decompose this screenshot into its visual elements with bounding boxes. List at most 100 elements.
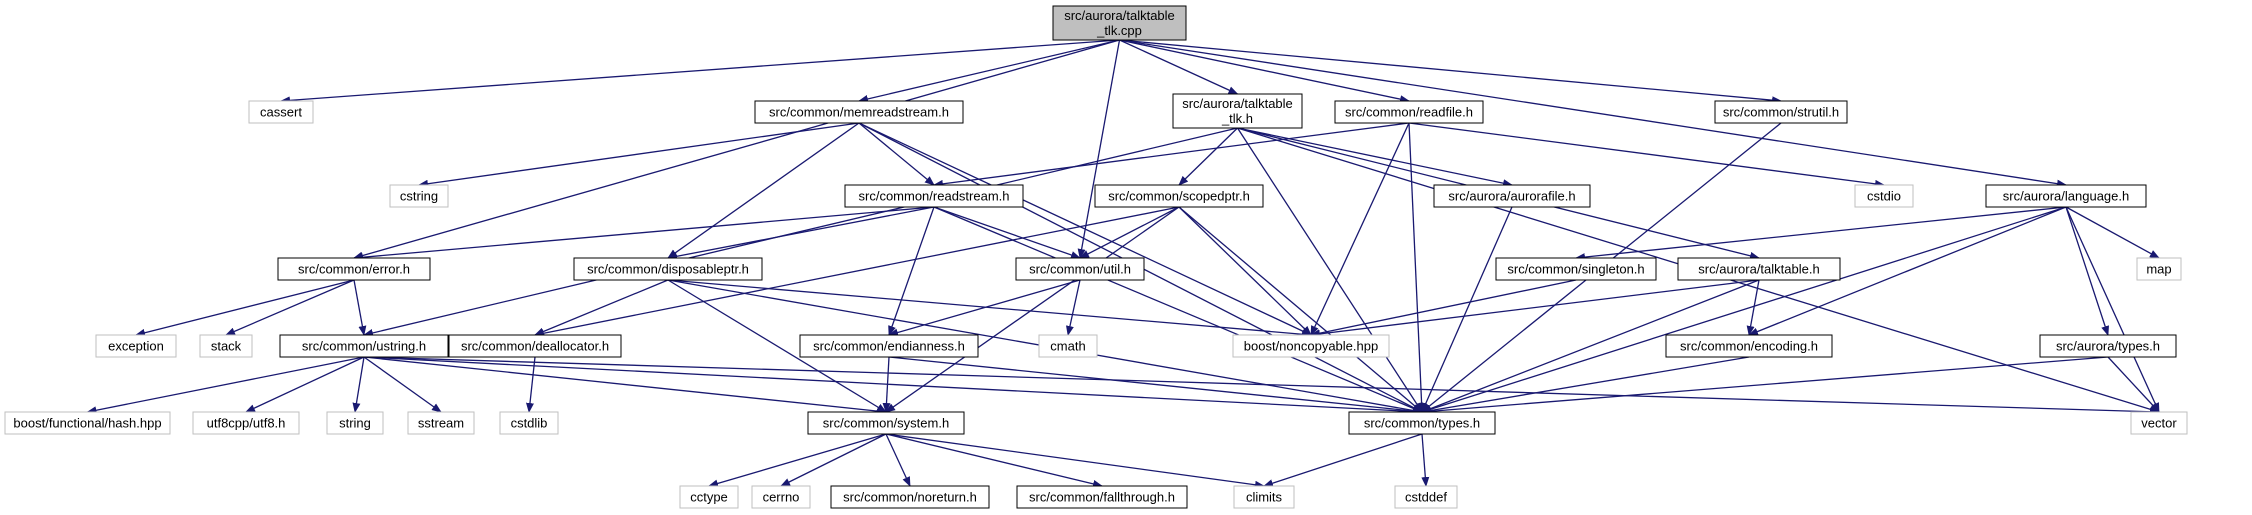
node-noncopyable: boost/noncopyable.hpp: [1232, 334, 1390, 358]
node-cerrno: cerrno: [751, 485, 811, 509]
node-endianness[interactable]: src/common/endianness.h: [799, 334, 979, 358]
edge-system-to-climits: [885, 433, 1265, 489]
node-label: src/common/ustring.h: [302, 339, 426, 354]
edge-ustring-to-sstream: [363, 356, 442, 413]
edge-language-to-vector: [2065, 206, 2160, 413]
edge-readfile-to-readstream: [933, 122, 1410, 188]
node-cstring: cstring: [389, 184, 449, 208]
node-boost_hash: boost/functional/hash.hpp: [4, 411, 171, 435]
node-aurorafile[interactable]: src/aurora/aurorafile.h: [1433, 184, 1591, 208]
node-cassert: cassert: [248, 100, 314, 124]
edge-layer: [86, 39, 2160, 489]
node-box: [1038, 334, 1098, 358]
node-box: [407, 411, 475, 435]
edge-ustring-to-utf8: [245, 356, 365, 413]
node-label: src/common/fallthrough.h: [1029, 490, 1175, 505]
node-box: [1334, 100, 1484, 124]
node-label: src/common/scopedptr.h: [1108, 189, 1250, 204]
node-label: src/common/memreadstream.h: [769, 105, 949, 120]
node-box: [277, 257, 431, 281]
node-label: cstddef: [1405, 490, 1447, 505]
node-types[interactable]: src/common/types.h: [1348, 411, 1496, 435]
node-label: src/common/encoding.h: [1680, 339, 1818, 354]
edge-util-to-endianness: [888, 279, 1081, 337]
node-util[interactable]: src/common/util.h: [1015, 257, 1145, 281]
edge-util-to-cmath: [1066, 279, 1081, 336]
node-error[interactable]: src/common/error.h: [277, 257, 431, 281]
node-root[interactable]: src/aurora/talktable_tlk.cpp: [1052, 5, 1187, 41]
node-label: cmath: [1050, 339, 1085, 354]
edge-system-to-fallthrough: [885, 433, 1103, 488]
edge-error-to-exception: [135, 279, 355, 337]
node-ustring[interactable]: src/common/ustring.h: [279, 334, 449, 358]
edge-types-to-cstddef: [1421, 433, 1430, 487]
node-encoding[interactable]: src/common/encoding.h: [1665, 334, 1833, 358]
edge-endianness-to-system: [882, 356, 891, 413]
node-box: [807, 411, 965, 435]
node-aurora_types[interactable]: src/aurora/types.h: [2039, 334, 2177, 358]
node-box: [199, 334, 253, 358]
node-label: vector: [2141, 416, 2177, 431]
node-label: cerrno: [763, 490, 800, 505]
node-box: [1348, 411, 1496, 435]
node-box: [1232, 334, 1390, 358]
edge-root-to-strutil: [1119, 39, 1782, 105]
node-fallthrough[interactable]: src/common/fallthrough.h: [1016, 485, 1188, 509]
edge-readfile-to-noncopyable: [1310, 122, 1410, 336]
edge-scopedptr-to-deallocator: [534, 206, 1180, 338]
node-box: [1172, 93, 1303, 129]
edge-readstream-to-util: [933, 206, 1081, 259]
node-label: src/common/disposableptr.h: [587, 262, 749, 277]
node-talktable_h[interactable]: src/aurora/talktable.h: [1677, 257, 1841, 281]
node-box: [2039, 334, 2177, 358]
node-label: src/common/strutil.h: [1723, 105, 1839, 120]
edge-root-to-cassert: [280, 39, 1120, 105]
edge-scopedptr-to-util: [1079, 206, 1180, 259]
node-label: src/common/noreturn.h: [843, 490, 977, 505]
node-language[interactable]: src/aurora/language.h: [1985, 184, 2147, 208]
node-box: [1985, 184, 2147, 208]
node-cmath: cmath: [1038, 334, 1098, 358]
node-noreturn[interactable]: src/common/noreturn.h: [830, 485, 990, 509]
node-readfile[interactable]: src/common/readfile.h: [1334, 100, 1484, 124]
node-label: src/common/readfile.h: [1345, 105, 1473, 120]
node-disposableptr[interactable]: src/common/disposableptr.h: [573, 257, 763, 281]
node-label: map: [2146, 262, 2171, 277]
edge-talktable_h-to-types: [1421, 279, 1760, 413]
node-strutil[interactable]: src/common/strutil.h: [1714, 100, 1848, 124]
edge-root-to-readfile: [1119, 39, 1410, 104]
node-box: [1714, 100, 1848, 124]
node-box: [499, 411, 559, 435]
node-label: src/common/readstream.h: [859, 189, 1010, 204]
node-box: [1052, 5, 1187, 41]
node-scopedptr[interactable]: src/common/scopedptr.h: [1094, 184, 1264, 208]
node-memreadstream[interactable]: src/common/memreadstream.h: [754, 100, 964, 124]
node-exception: exception: [95, 334, 177, 358]
node-system[interactable]: src/common/system.h: [807, 411, 965, 435]
node-label: src/aurora/talktable: [1182, 96, 1293, 111]
node-readstream[interactable]: src/common/readstream.h: [844, 184, 1024, 208]
node-label: _tlk.h: [1221, 111, 1253, 126]
edge-readstream-to-disposableptr: [667, 206, 935, 261]
node-talktable_tlk_h[interactable]: src/aurora/talktable_tlk.h: [1172, 93, 1303, 129]
edge-language-to-aurora_types: [2065, 206, 2109, 336]
node-label: src/aurora/talktable.h: [1698, 262, 1819, 277]
edge-types-to-climits: [1263, 433, 1423, 487]
node-label: cassert: [260, 105, 302, 120]
node-box: [754, 100, 964, 124]
edge-readfile-to-types: [1408, 122, 1426, 413]
node-label: src/common/system.h: [823, 416, 949, 431]
edge-error-to-stack: [225, 279, 355, 336]
node-box: [1016, 485, 1188, 509]
node-string: string: [326, 411, 384, 435]
node-climits: climits: [1233, 485, 1295, 509]
node-map: map: [2136, 257, 2182, 281]
node-singleton[interactable]: src/common/singleton.h: [1495, 257, 1657, 281]
node-deallocator[interactable]: src/common/deallocator.h: [448, 334, 622, 358]
node-label: exception: [108, 339, 164, 354]
node-box: [1665, 334, 1833, 358]
edge-scopedptr-to-noncopyable: [1178, 206, 1312, 336]
node-cstdio: cstdio: [1854, 184, 1914, 208]
edge-memreadstream-to-readstream: [858, 122, 935, 186]
